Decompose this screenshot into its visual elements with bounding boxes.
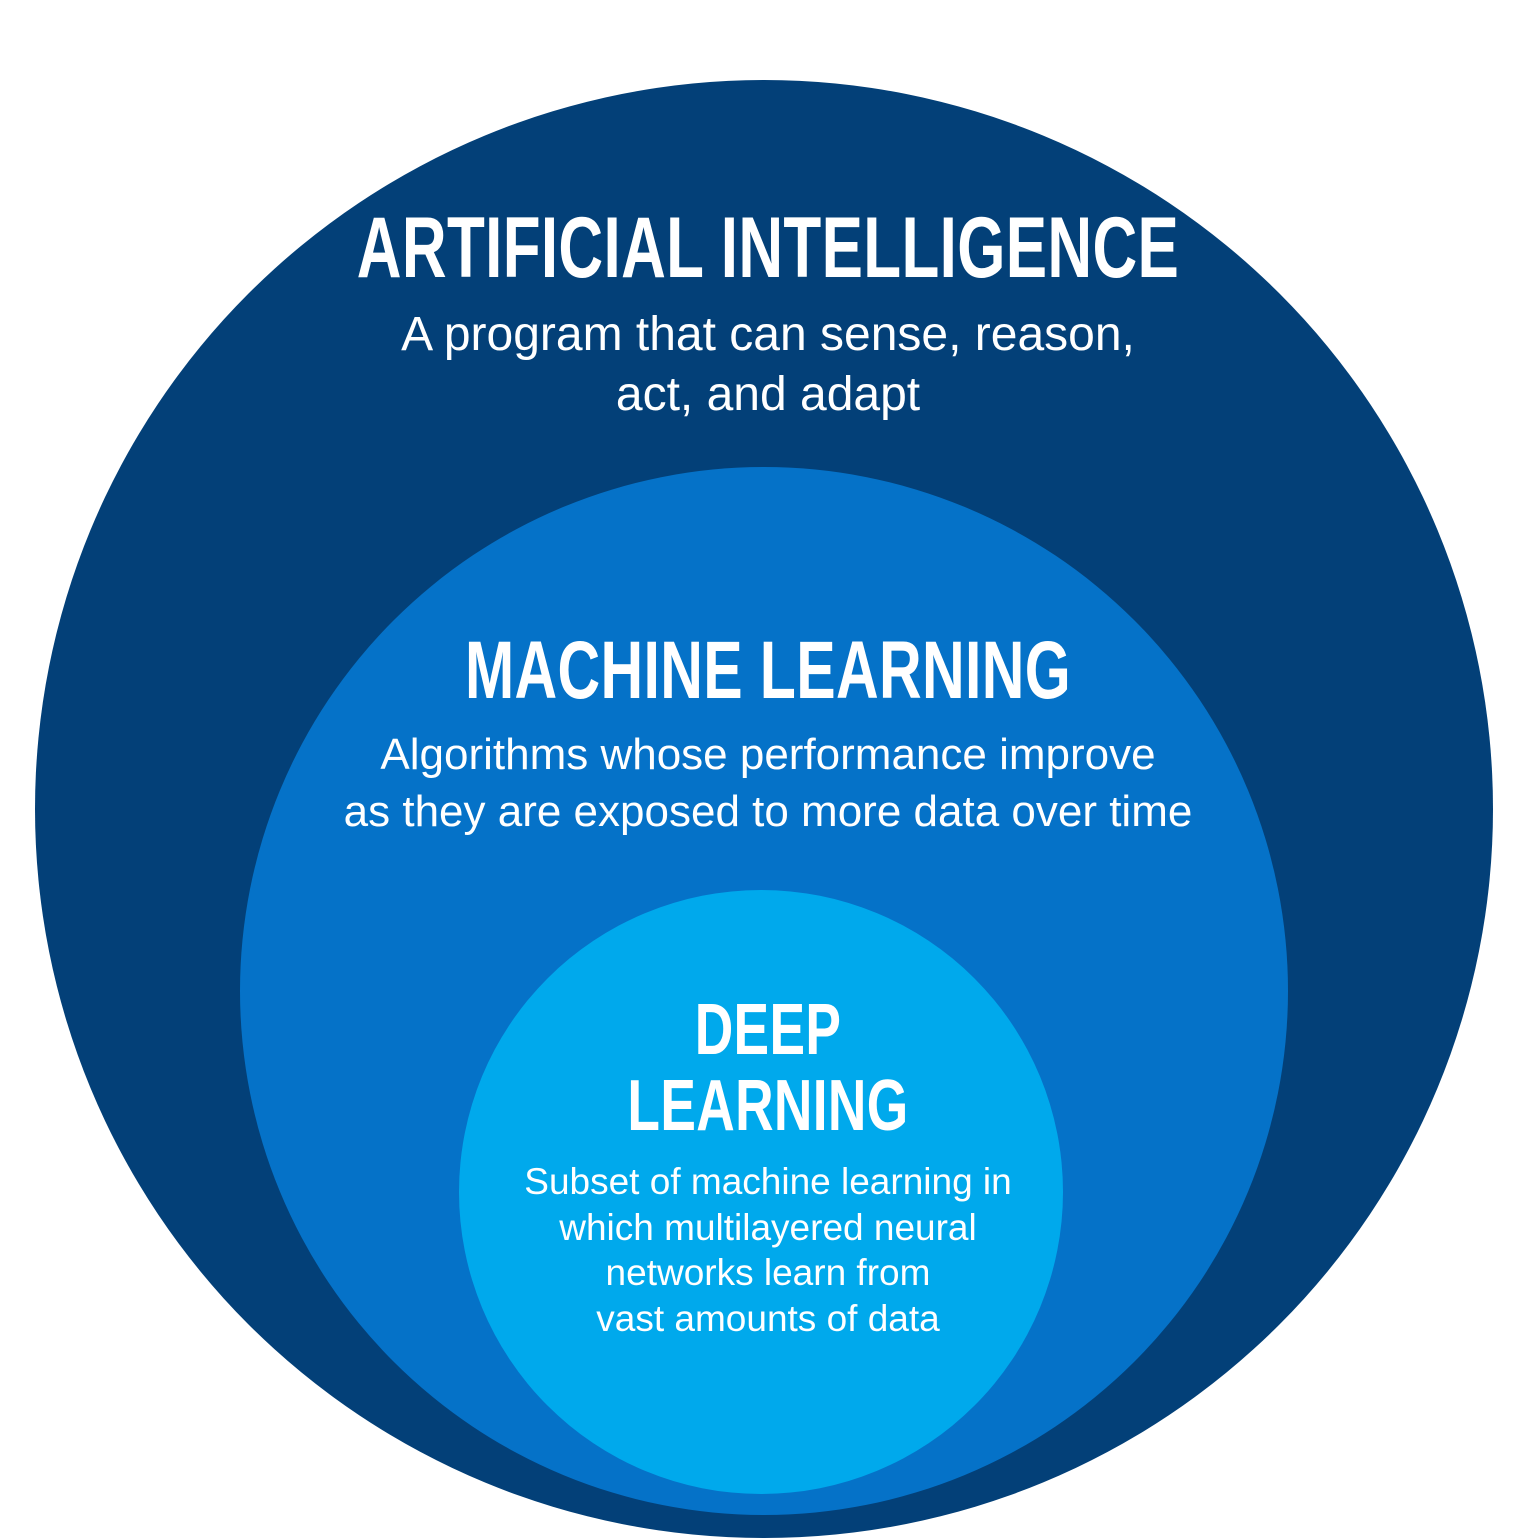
circle-deep-learning — [459, 890, 1063, 1494]
description-line: act, and adapt — [615, 368, 921, 422]
label-group-artificial-intelligence: ARTIFICIAL INTELLIGENCE A program that c… — [0, 205, 1536, 426]
description-deep-learning: Subset of machine learning in which mult… — [0, 1159, 1536, 1343]
label-group-machine-learning: MACHINE LEARNING Algorithms whose perfor… — [0, 630, 1536, 840]
description-line: A program that can sense, reason, — [401, 308, 1135, 361]
heading-artificial-intelligence: ARTIFICIAL INTELLIGENCE — [356, 200, 1180, 296]
description-machine-learning: Algorithms whose performance improve as … — [0, 726, 1536, 840]
label-group-deep-learning: DEEP LEARNING Subset of machine learning… — [0, 992, 1536, 1342]
description-line: which multilayered neural — [559, 1206, 977, 1248]
heading-deep-learning: DEEP LEARNING — [200, 992, 1337, 1145]
heading-line: DEEP — [694, 990, 842, 1070]
description-line: vast amounts of data — [596, 1298, 940, 1340]
description-artificial-intelligence: A program that can sense, reason, act, a… — [0, 305, 1536, 426]
description-line: Algorithms whose performance improve — [380, 730, 1156, 779]
heading-line: LEARNING — [627, 1066, 909, 1147]
description-line: networks learn from — [605, 1252, 931, 1294]
description-line: Subset of machine learning in — [524, 1160, 1012, 1202]
heading-machine-learning: MACHINE LEARNING — [465, 625, 1071, 716]
description-line: as they are exposed to more data over ti… — [343, 787, 1193, 837]
